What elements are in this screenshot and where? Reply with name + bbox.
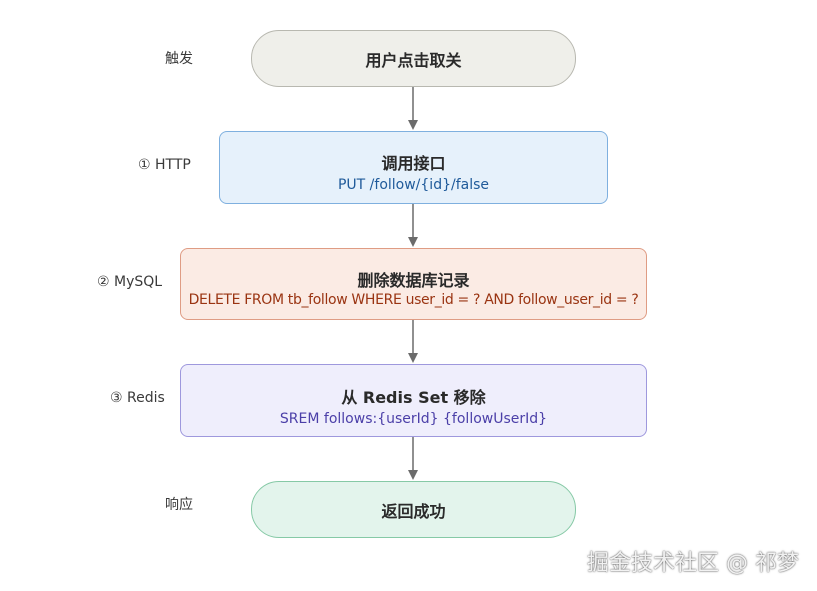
- node-subtitle-sql: DELETE FROM tb_follow WHERE user_id = ? …: [188, 292, 639, 308]
- node-return-success: 返回成功: [251, 481, 576, 538]
- stage-label-redis: ③ Redis: [110, 390, 165, 406]
- node-title: 删除数据库记录: [357, 271, 470, 290]
- stage-label-trigger: 触发: [165, 51, 193, 67]
- node-user-click-unfollow: 用户点击取关: [251, 30, 576, 87]
- node-title: 调用接口: [381, 154, 446, 173]
- node-title: 从 Redis Set 移除: [341, 388, 486, 407]
- node-redis-set-remove: 从 Redis Set 移除 SREM follows:{userId} {fo…: [180, 364, 647, 437]
- stage-label-response: 响应: [165, 497, 193, 513]
- node-title: 返回成功: [381, 501, 446, 521]
- node-title: 用户点击取关: [365, 50, 462, 70]
- node-delete-db-record: 删除数据库记录: [180, 248, 647, 320]
- node-call-api: 调用接口 PUT /follow/{id}/false: [219, 131, 608, 204]
- node-subtitle: SREM follows:{userId} {followUserId}: [279, 411, 548, 427]
- watermark: 掘金技术社区 @ 祁梦: [587, 551, 799, 576]
- stage-label-mysql: ② MySQL: [97, 274, 163, 290]
- stage-label-http: ① HTTP: [138, 157, 191, 173]
- node-subtitle: PUT /follow/{id}/false: [337, 177, 490, 193]
